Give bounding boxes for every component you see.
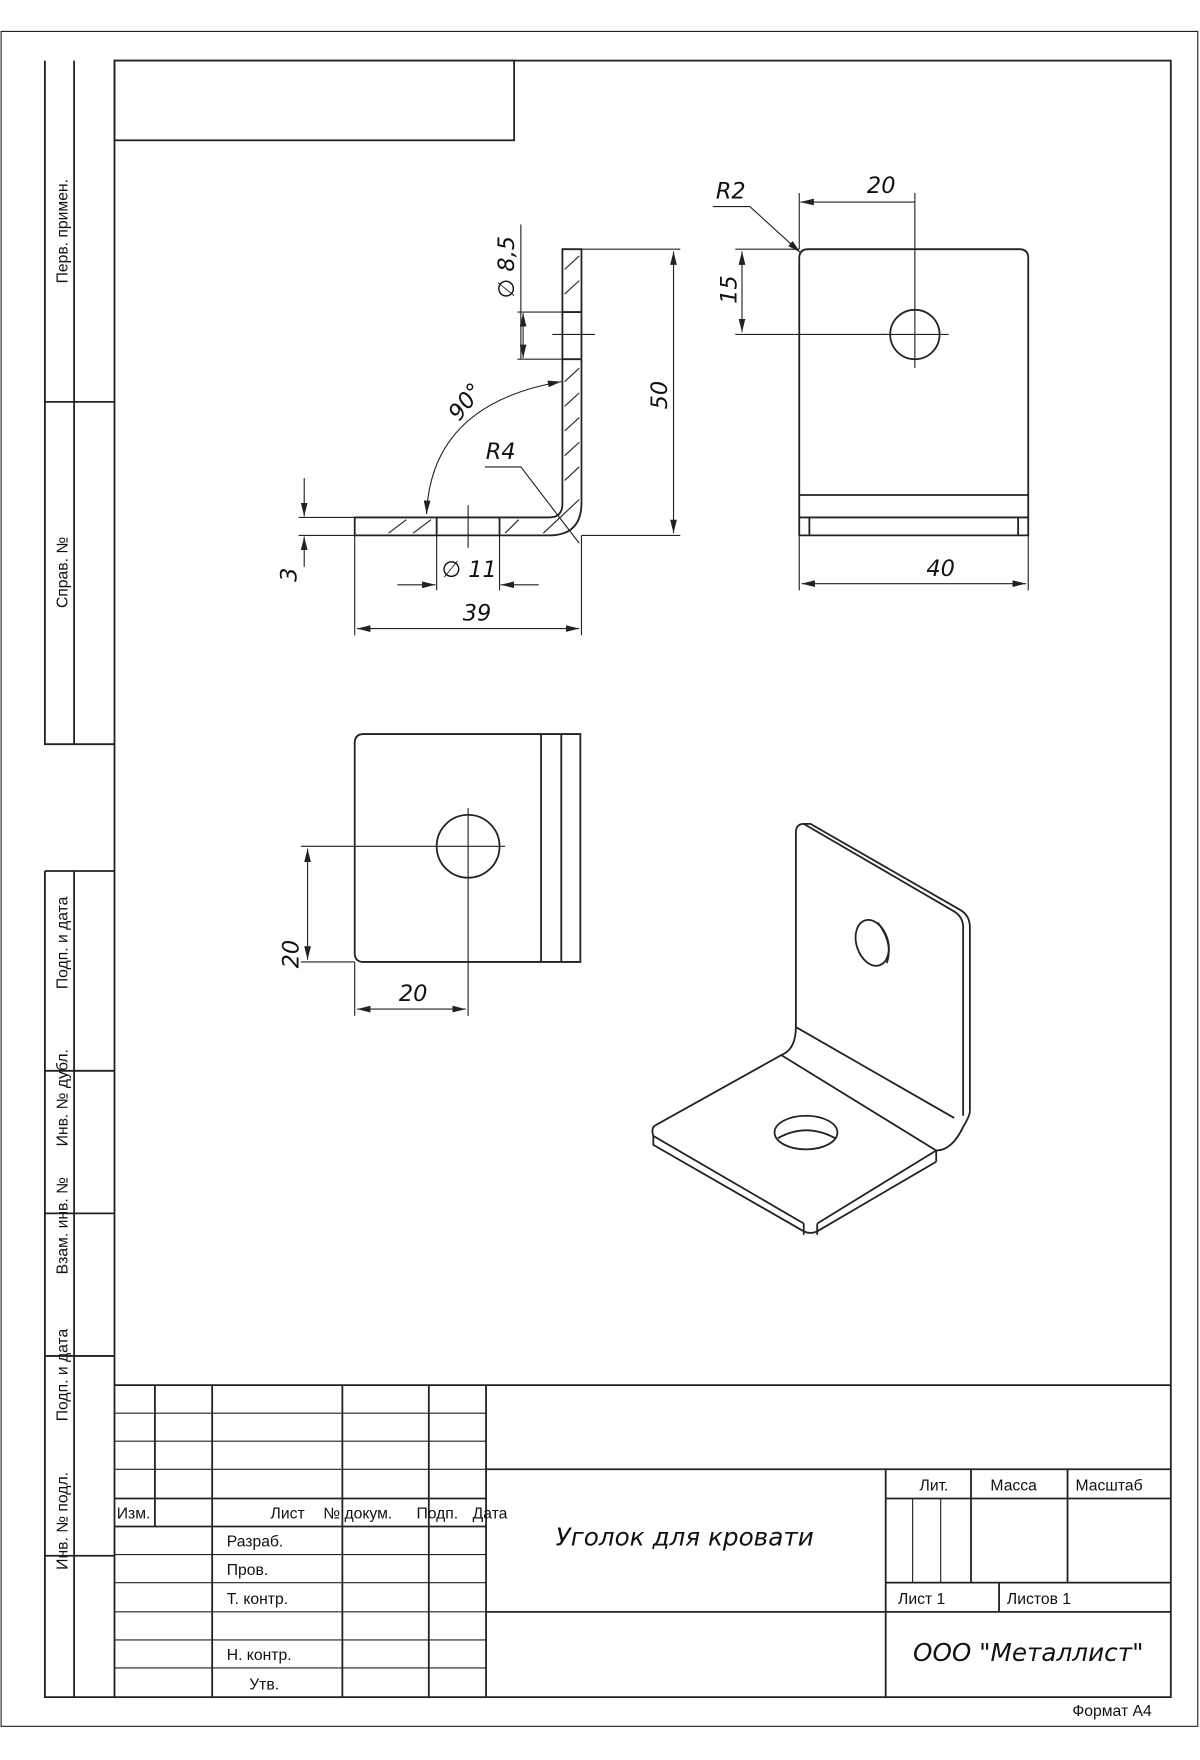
label-format: Формат А4: [1072, 1703, 1152, 1720]
dim-hole-large: ∅ 11: [442, 557, 497, 583]
dim-flange-length: 39: [463, 601, 492, 627]
section-view: 50 39 ∅ 11 3 ∅ 8,5 90° R4: [276, 224, 681, 636]
label-inv-podl: Инв. № подл.: [54, 1472, 71, 1570]
label-perv-primen: Перв. примен.: [54, 179, 71, 283]
label-podp-data-2: Подп. и дата: [54, 1328, 71, 1421]
label-utv: Утв.: [249, 1676, 279, 1693]
hatching: [388, 255, 580, 534]
label-izm: Изм.: [117, 1506, 151, 1523]
top-left-box: [113, 59, 516, 142]
title-block: [114, 1384, 1171, 1698]
label-podp-data-1: Подп. и дата: [54, 896, 71, 989]
drawing-title: Уголок для кровати: [556, 1523, 814, 1552]
label-razrab: Разраб.: [227, 1534, 284, 1551]
dim-bend-radius: R4: [486, 439, 516, 465]
front-view: 20 15 R2 40: [712, 173, 1030, 591]
label-prov: Пров.: [227, 1562, 268, 1579]
company-name: ООО "Металлист": [913, 1638, 1143, 1667]
label-lit: Лит.: [920, 1478, 949, 1495]
side-strip-labels: Перв. примен. Справ. № Подп. и дата Инв.…: [54, 179, 71, 1570]
dim-corner-radius: R2: [716, 179, 746, 205]
dim-top-hole-x: 20: [399, 981, 428, 1007]
dim-hole-offset-x: 20: [867, 173, 896, 199]
dim-height: 50: [647, 381, 673, 410]
dim-thickness: 3: [276, 568, 302, 582]
side-strip: [44, 60, 115, 1699]
dim-width: 40: [926, 556, 955, 582]
label-list: Лист: [271, 1506, 305, 1523]
label-podp: Подп.: [416, 1506, 458, 1523]
label-masshtab: Масштаб: [1075, 1478, 1142, 1495]
dim-top-hole-y: 20: [279, 940, 305, 969]
dim-angle: 90°: [443, 378, 488, 425]
top-view: 20 20: [279, 733, 582, 1016]
label-sheets: Листов 1: [1007, 1591, 1071, 1608]
label-t-kontr: Т. контр.: [227, 1591, 288, 1608]
label-sheet: Лист 1: [898, 1591, 945, 1608]
label-sprav-no: Справ. №: [54, 537, 71, 608]
dim-hole-offset-y: 15: [716, 275, 742, 304]
label-inv-dubl: Инв. № дубл.: [54, 1049, 71, 1146]
inner-frame: [113, 59, 1172, 1699]
title-block-text: Изм. Лист № докум. Подп. Дата Разраб. Пр…: [117, 1478, 1152, 1721]
isometric-view: [651, 822, 971, 1235]
label-data: Дата: [473, 1506, 508, 1523]
label-vzam-inv: Взам. инв. №: [54, 1177, 71, 1274]
label-doc-no: № докум.: [323, 1506, 392, 1523]
label-n-kontr: Н. контр.: [227, 1647, 292, 1664]
dim-hole-small: ∅ 8,5: [494, 236, 520, 298]
outer-border: [0, 30, 1199, 1727]
label-massa: Масса: [990, 1478, 1037, 1495]
